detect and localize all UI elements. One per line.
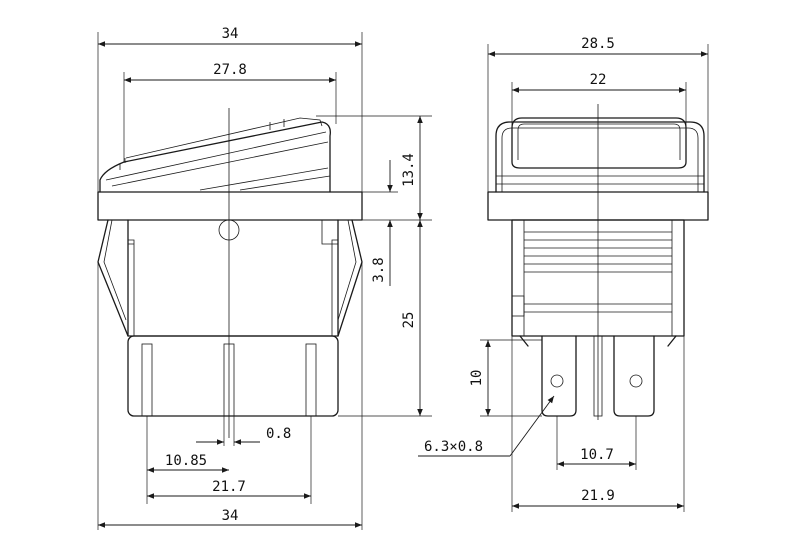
dim-side-top-width-label: 28.5	[581, 36, 615, 52]
dim-pin-thickness: 0.8	[196, 416, 291, 446]
dim-body-height-label: 25	[401, 312, 417, 329]
front-view: 34 27.8 13.4 3.8 25	[97, 26, 432, 530]
dim-rocker-width: 22	[511, 72, 687, 162]
dim-side-top-width: 28.5	[487, 36, 709, 192]
dim-front-inner-width: 27.8	[123, 62, 337, 162]
dim-side-bottom-width-label: 21.9	[581, 488, 615, 504]
rocker-cap	[99, 117, 331, 193]
dim-front-bottom-width-label: 34	[222, 508, 239, 524]
dim-side-bottom-width: 21.9	[511, 336, 685, 512]
dim-rocker-height: 13.4	[401, 116, 423, 220]
dim-bezel-offset-label: 3.8	[371, 257, 387, 282]
switch-body	[97, 219, 363, 337]
dim-pin-span-label: 21.7	[212, 479, 246, 495]
dim-terminal-spacing-label: 10.7	[580, 447, 614, 463]
dim-terminal-height-label: 10	[469, 370, 485, 387]
side-view: 28.5 22 10 6.3×0.8 10.7	[418, 36, 709, 512]
dim-pin-half-spacing: 10.85	[146, 416, 229, 504]
dim-front-top-width-label: 34	[222, 26, 239, 42]
dim-terminal-size: 6.3×0.8	[418, 395, 555, 457]
dim-body-height: 25	[401, 220, 423, 416]
dim-front-top-width: 34	[97, 26, 363, 192]
dim-bezel-offset: 3.8	[371, 160, 393, 286]
dim-rocker-width-label: 22	[590, 72, 607, 88]
dim-pin-span: 21.7	[147, 416, 312, 504]
side-rocker	[495, 117, 705, 193]
dim-rocker-height-label: 13.4	[401, 153, 417, 187]
dim-pin-thickness-label: 0.8	[266, 426, 291, 442]
bezel	[97, 191, 363, 221]
front-pins	[127, 335, 339, 417]
dim-front-inner-width-label: 27.8	[213, 62, 247, 78]
dim-front-bottom-width: 34	[97, 262, 363, 530]
dim-terminal-height: 10	[469, 339, 542, 417]
dim-pin-half-spacing-label: 10.85	[165, 453, 207, 469]
dim-terminal-spacing: 10.7	[556, 416, 637, 470]
dim-terminal-size-label: 6.3×0.8	[424, 439, 483, 455]
